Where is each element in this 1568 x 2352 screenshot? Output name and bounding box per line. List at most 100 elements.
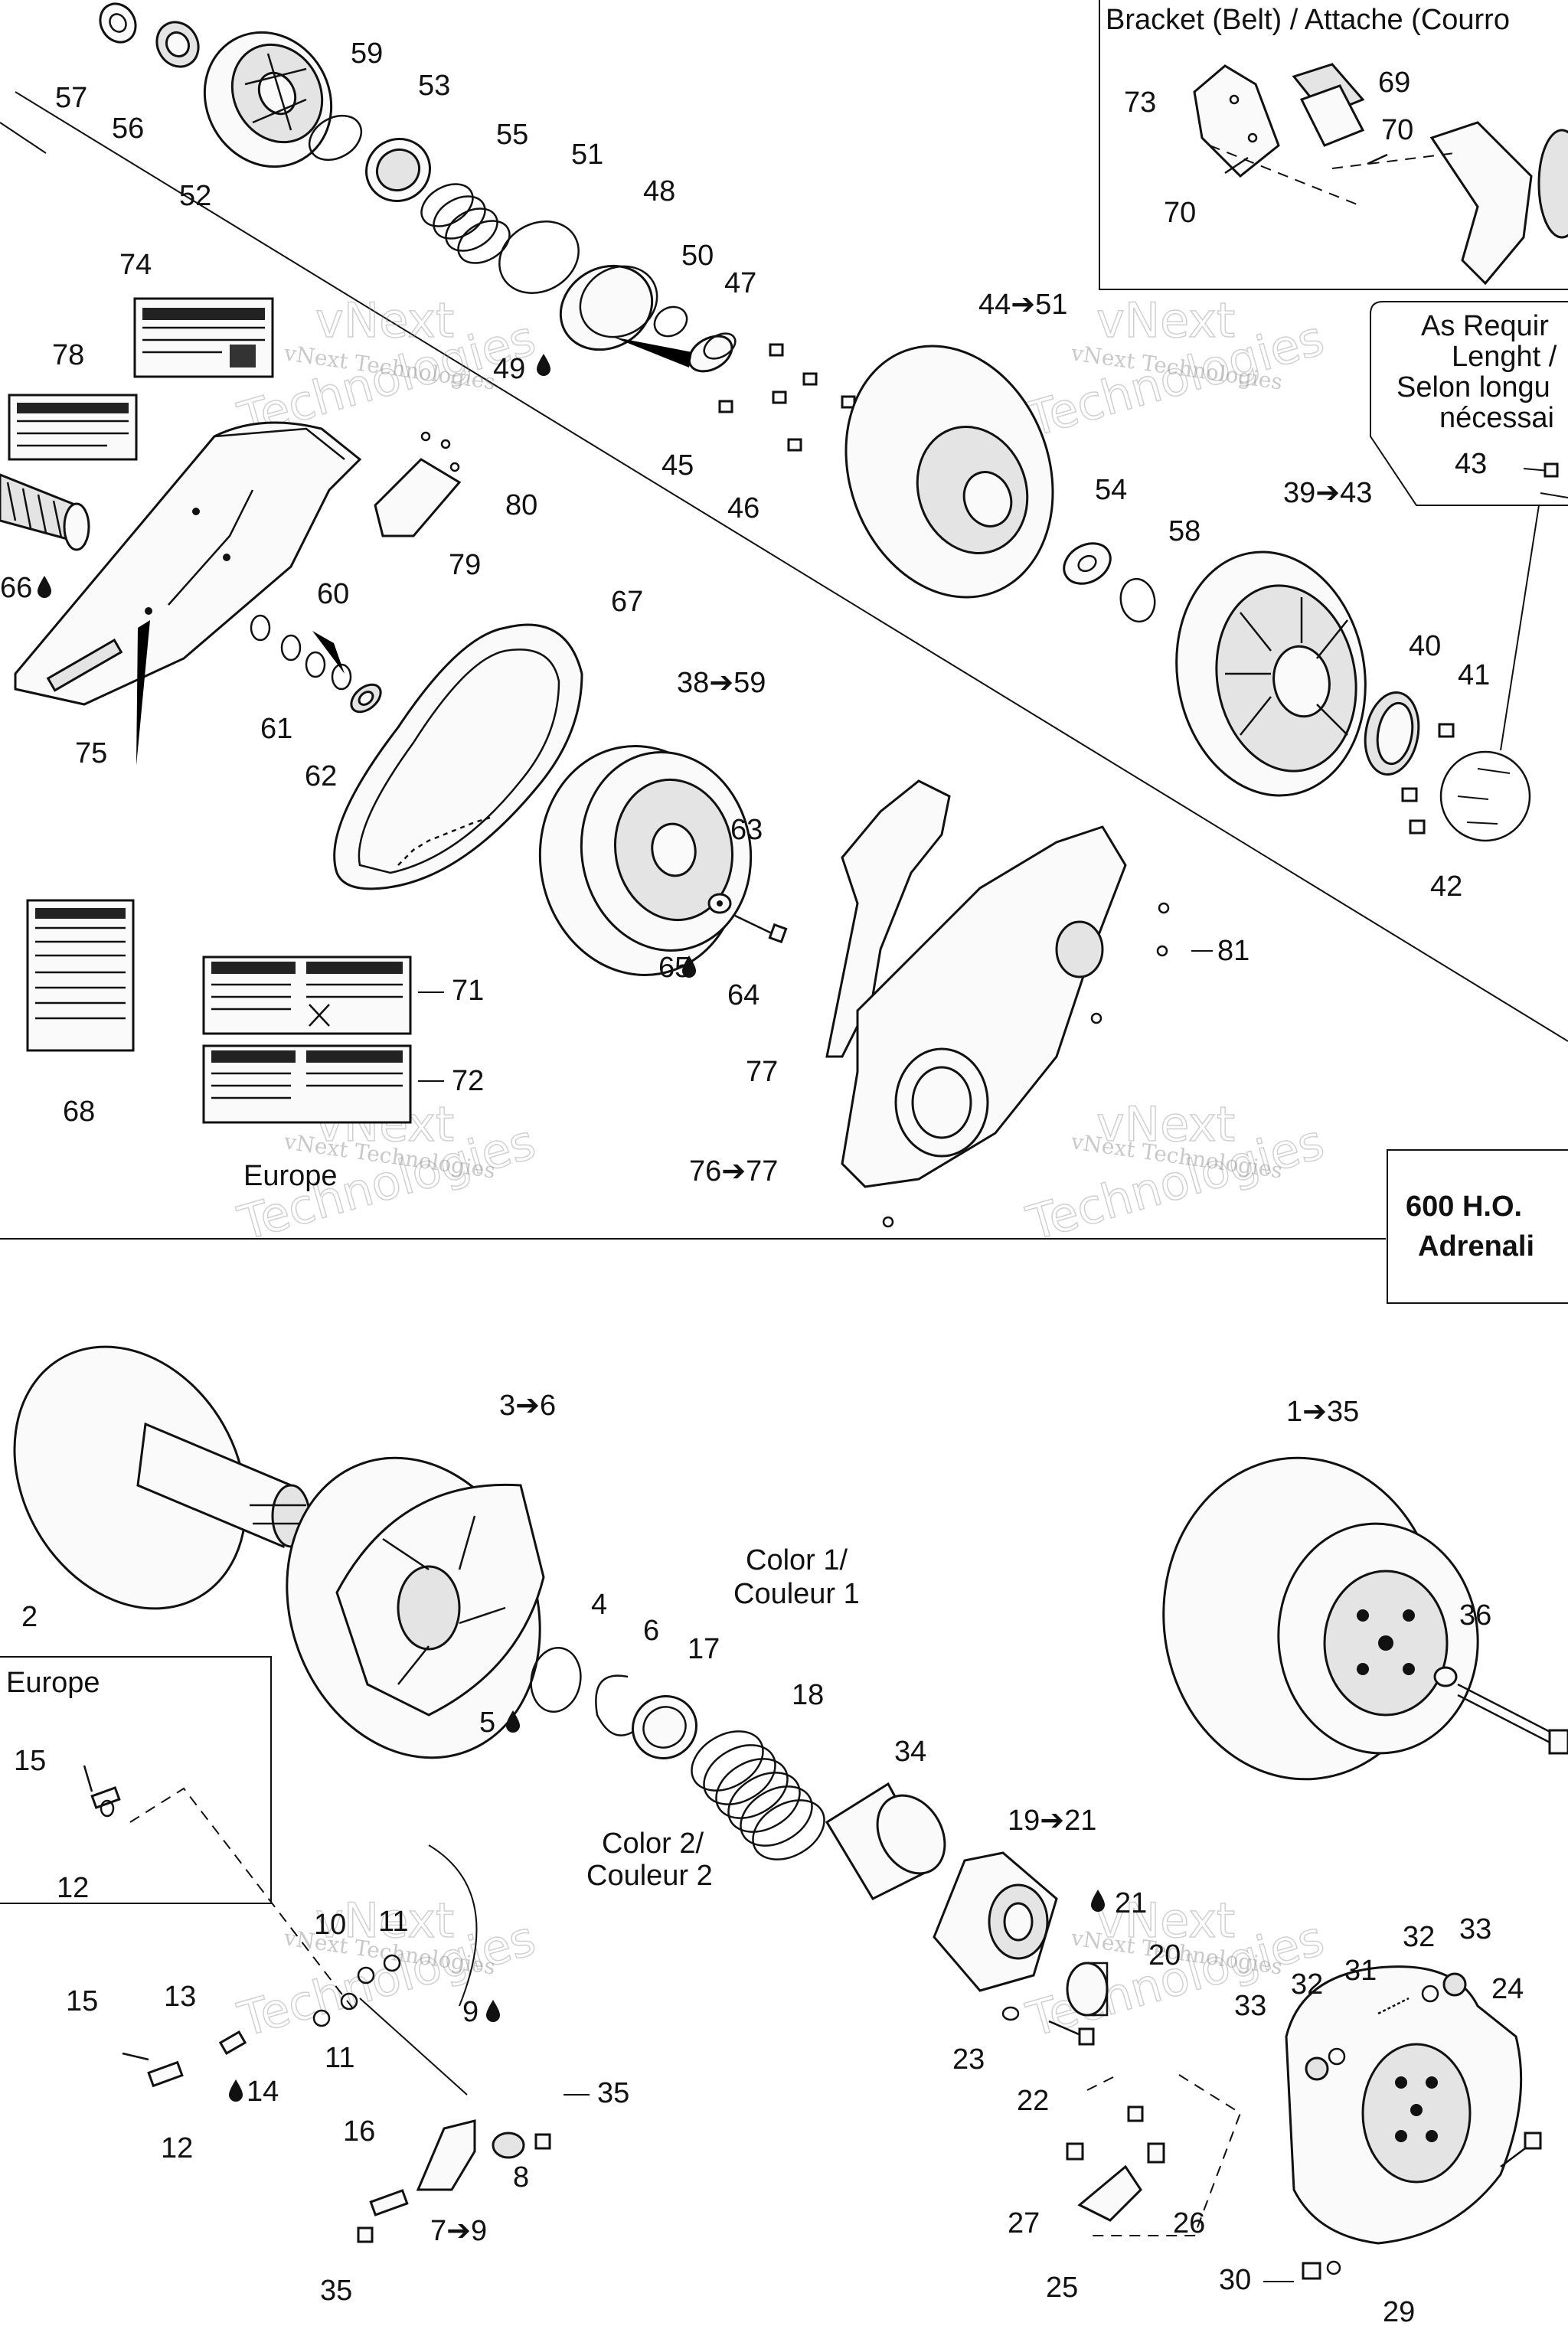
callout-22: 22 xyxy=(1017,2085,1049,2117)
callout-11a: 11 xyxy=(378,1906,408,1938)
callout-60: 60 xyxy=(317,578,349,610)
part-2 xyxy=(13,1345,311,1610)
callout-11b: 11 xyxy=(325,2042,354,2074)
callout-26: 26 xyxy=(1173,2207,1205,2239)
callout-70a: 70 xyxy=(1381,114,1413,146)
part-36 xyxy=(1433,1666,1568,1755)
callout-42: 42 xyxy=(1430,871,1462,903)
as-required-line3: Selon longu xyxy=(1396,371,1550,403)
callout-52: 52 xyxy=(179,180,211,212)
callout-45: 45 xyxy=(662,449,694,482)
part-40 xyxy=(1364,691,1420,776)
part-7-lever xyxy=(357,2119,551,2243)
part-57 xyxy=(99,2,137,44)
callout-56: 56 xyxy=(112,113,144,145)
callout-49: 49 xyxy=(493,353,525,385)
callout-18: 18 xyxy=(792,1679,824,1711)
callout-41: 41 xyxy=(1458,659,1490,691)
callout-dashes-bottom xyxy=(564,2094,1294,2282)
part-3-sheave xyxy=(286,1456,545,1759)
part-48 xyxy=(559,264,658,351)
callouts-top: 57 56 52 59 53 55 51 48 50 47 49 45 46 4… xyxy=(0,38,1490,1187)
callout-35b: 35 xyxy=(320,2275,352,2307)
part-22 xyxy=(1048,2020,1095,2046)
part-24 xyxy=(1285,1965,1523,2245)
part-19 xyxy=(933,1851,1058,1992)
color2-line1: Color 2/ xyxy=(602,1828,704,1860)
part-43 xyxy=(1523,462,1568,498)
part-59 xyxy=(308,114,363,162)
callout-dashes xyxy=(418,950,1213,1082)
callout-65: 65 xyxy=(658,952,691,984)
callout-54: 54 xyxy=(1095,474,1127,506)
part-41-42 xyxy=(1401,723,1531,842)
part-23 xyxy=(1001,2006,1020,2021)
europe-dash-leader xyxy=(129,1787,353,2008)
callout-15a: 15 xyxy=(14,1745,46,1777)
callout-58: 58 xyxy=(1168,515,1200,547)
callout-47: 47 xyxy=(724,267,756,299)
callout-6: 6 xyxy=(643,1615,659,1647)
part-55 xyxy=(420,183,511,264)
label-72 xyxy=(202,1044,412,1124)
callout-64: 64 xyxy=(727,979,760,1011)
callout-12b: 12 xyxy=(161,2132,193,2164)
engine-line1: 600 H.O. xyxy=(1406,1191,1522,1223)
europe-box-label: Europe xyxy=(6,1667,100,1699)
callout-59: 59 xyxy=(351,38,383,70)
as-required-line1: As Requir xyxy=(1421,310,1549,342)
callout-23: 23 xyxy=(952,2043,985,2076)
part-17 xyxy=(631,1694,698,1760)
callout-79: 79 xyxy=(449,549,481,581)
part-18-spring xyxy=(691,1730,825,1860)
callout-9: 9 xyxy=(462,1996,479,2028)
bracket-mount xyxy=(1209,121,1568,286)
callout-21: 21 xyxy=(1115,1887,1147,1919)
callout-53: 53 xyxy=(418,70,450,102)
engine-line2: Adrenali xyxy=(1418,1230,1534,1263)
part-1-assembly xyxy=(1162,1456,1479,1781)
part-70-screws xyxy=(1224,153,1388,175)
label-74 xyxy=(133,297,274,378)
callout-35a: 35 xyxy=(597,2077,629,2109)
callout-16: 16 xyxy=(343,2115,375,2148)
part-66 xyxy=(0,473,90,551)
part-64 xyxy=(734,914,788,944)
callout-13: 13 xyxy=(164,1981,196,2013)
color1-line2: Couleur 1 xyxy=(733,1578,860,1610)
part-73 xyxy=(1193,64,1280,178)
callout-33a: 33 xyxy=(1459,1913,1491,1945)
callout-29: 29 xyxy=(1383,2296,1415,2328)
callout-81: 81 xyxy=(1217,935,1250,967)
part-58 xyxy=(1119,577,1156,623)
callout-4: 4 xyxy=(591,1589,607,1621)
callout-46: 46 xyxy=(727,492,760,524)
callout-77: 77 xyxy=(746,1056,778,1088)
callout-1-35: 1➔35 xyxy=(1286,1396,1359,1428)
callout-73: 73 xyxy=(1124,87,1156,119)
callout-44-51: 44➔51 xyxy=(978,289,1067,321)
svg-text:vNext: vNext xyxy=(1096,1096,1235,1152)
callout-20: 20 xyxy=(1148,1939,1181,1971)
color1-line1: Color 1/ xyxy=(746,1544,848,1576)
part-60-61 xyxy=(250,614,352,691)
europe-label-top: Europe xyxy=(243,1160,338,1192)
part-54 xyxy=(1063,542,1112,585)
part-62 xyxy=(350,683,382,714)
callout-75: 75 xyxy=(75,737,107,769)
part-31-33 xyxy=(1305,1972,1467,2081)
watermark: vNext Technologies vNext Technologies vN… xyxy=(231,292,1330,2048)
callout-39-43: 39➔43 xyxy=(1283,477,1372,509)
svg-text:vNext: vNext xyxy=(1096,292,1235,348)
callout-48: 48 xyxy=(643,175,675,207)
bracket-title: Bracket (Belt) / Attache (Courro xyxy=(1106,4,1510,36)
part-56 xyxy=(155,21,200,68)
callout-71: 71 xyxy=(452,975,484,1007)
part-76-cover xyxy=(841,825,1170,1228)
callout-78: 78 xyxy=(52,339,84,371)
callout-80: 80 xyxy=(505,489,537,521)
callout-24: 24 xyxy=(1491,1973,1524,2005)
callout-57: 57 xyxy=(55,82,87,114)
callout-63: 63 xyxy=(730,814,763,846)
